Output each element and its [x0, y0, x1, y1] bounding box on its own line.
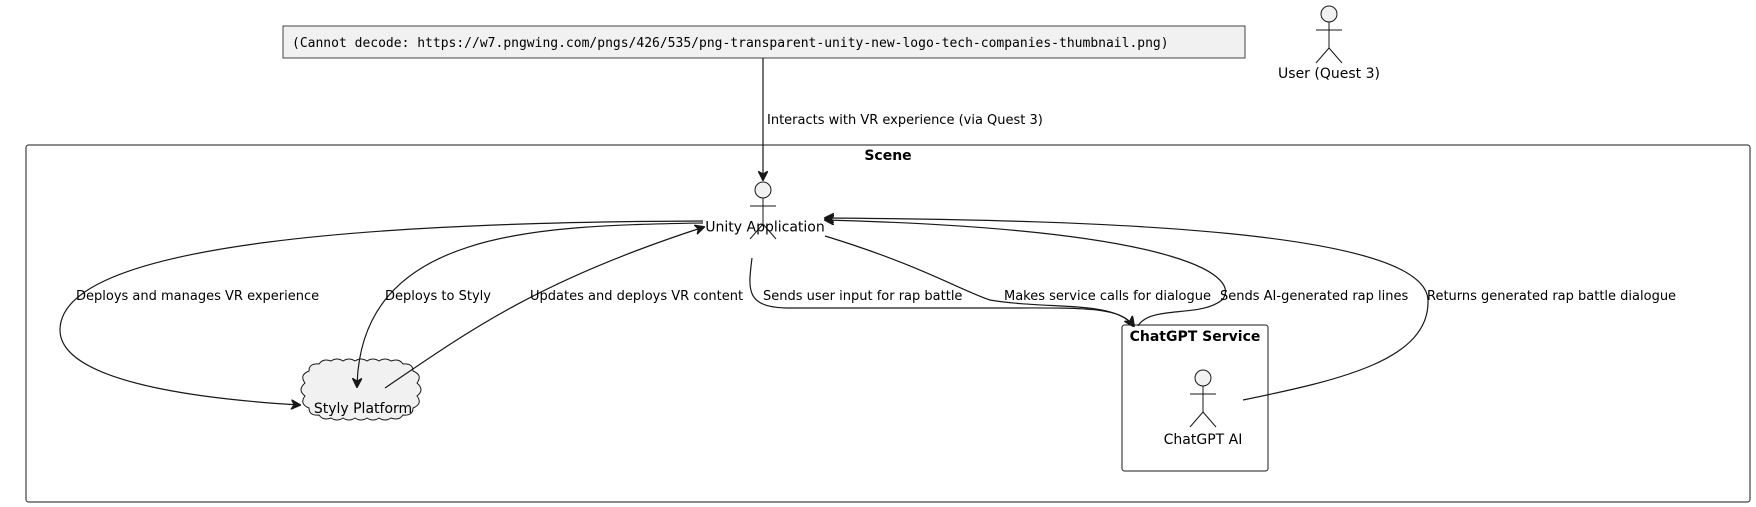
- edge-ai-lines: Sends AI-generated rap lines: [825, 220, 1408, 327]
- chatgpt-ai-actor: ChatGPT AI: [1164, 369, 1243, 448]
- edge-interacts: Interacts with VR experience (via Quest …: [763, 58, 1043, 180]
- user-actor: User (Quest 3): [1278, 5, 1380, 82]
- edge-deploys-manages-label: Deploys and manages VR experience: [76, 289, 319, 304]
- chatgpt-ai-label: ChatGPT AI: [1164, 432, 1243, 448]
- edge-deploys-styly: Deploys to Styly: [357, 222, 704, 387]
- edge-updates-deploys: Updates and deploys VR content: [384, 227, 743, 389]
- styly-platform-cloud: Styly Platform: [300, 358, 422, 421]
- scene-container: Scene: [25, 144, 1751, 503]
- unity-application-actor: Unity Application: [705, 181, 825, 240]
- image-placeholder-box: (Cannot decode: https://w7.pngwing.com/p…: [282, 25, 1246, 59]
- edge-updates-deploys-label: Updates and deploys VR content: [530, 289, 743, 304]
- edge-interacts-label: Interacts with VR experience (via Quest …: [767, 113, 1043, 128]
- edge-returns-dialogue-label: Returns generated rap battle dialogue: [1427, 289, 1676, 304]
- edge-service-calls: Makes service calls for dialogue: [824, 235, 1211, 326]
- unity-application-label: Unity Application: [705, 220, 824, 236]
- chatgpt-service-title: ChatGPT Service: [1130, 329, 1261, 345]
- edge-service-calls-label: Makes service calls for dialogue: [1004, 289, 1211, 304]
- user-actor-label: User (Quest 3): [1278, 66, 1380, 82]
- styly-platform-label: Styly Platform: [314, 401, 412, 417]
- edge-ai-lines-label: Sends AI-generated rap lines: [1220, 289, 1408, 304]
- edge-returns-dialogue: Returns generated rap battle dialogue: [825, 218, 1676, 401]
- image-placeholder-text: (Cannot decode: https://w7.pngwing.com/p…: [292, 36, 1169, 51]
- edge-sends-input-label: Sends user input for rap battle: [763, 289, 962, 304]
- edge-deploys-styly-label: Deploys to Styly: [385, 289, 491, 304]
- chatgpt-service-container: ChatGPT Service: [1121, 324, 1269, 472]
- edge-deploys-manages: Deploys and manages VR experience: [59, 220, 704, 405]
- scene-title: Scene: [864, 148, 911, 164]
